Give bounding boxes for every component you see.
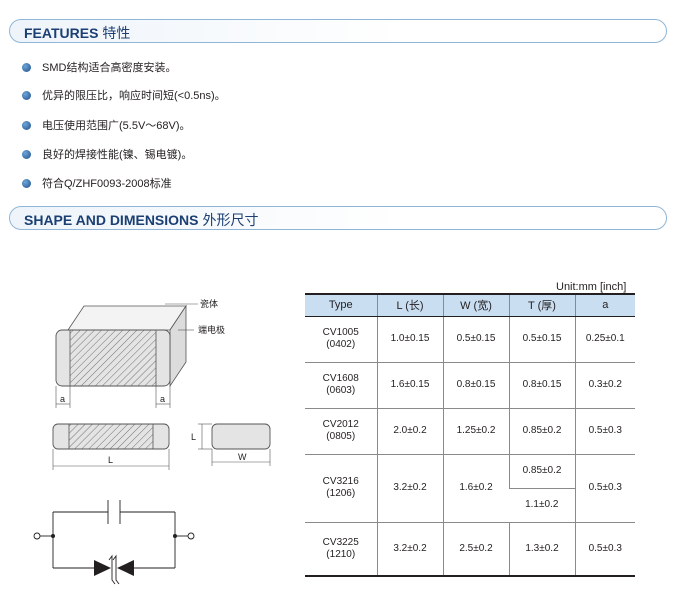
junction-dot-icon [51,534,55,538]
feature-text: 电压使用范围广(5.5V～68V)。 [42,120,191,132]
type-code: CV1608 [322,373,359,384]
table-row: CV3216(1206) 3.2±0.2 1.6±0.2 0.85±0.2 0.… [305,454,635,523]
type-inch: (1210) [326,548,356,560]
cell-W: 0.5±0.15 [442,316,509,363]
type-inch: (0402) [326,339,356,350]
cell-a: 0.3±0.2 [574,362,635,409]
dim-L-length: L [108,455,113,465]
cell-L: 2.0±0.2 [376,408,443,455]
electrode-label: 端电极 [198,324,225,335]
type-inch: (0805) [326,431,356,442]
table-row: CV2012(0805) 2.0±0.2 1.25±0.2 0.85±0.2 0… [305,408,635,455]
cell-W: 1.6±0.2 [442,454,509,523]
type-code: CV3225 [322,536,359,548]
cell-W: 1.25±0.2 [442,408,509,455]
header-L: L (长) [376,293,443,317]
table-row: CV3225(1210) 3.2±0.2 2.5±0.2 1.3±0.2 0.5… [305,522,635,577]
dim-a-left: a [60,394,65,404]
cell-T: 1.1±0.2 [509,488,575,523]
cell-W: 0.8±0.15 [442,362,509,409]
cell-T: 1.3±0.2 [508,522,575,577]
bullet-icon [22,150,31,159]
chip-top-view-drawing [52,423,170,470]
cell-L: 3.2±0.2 [376,454,443,523]
feature-item: 优异的限压比，响应时间短(<0.5ns)。 [22,86,422,106]
cell-T: 0.85±0.2 [508,408,575,455]
cell-a: 0.25±0.1 [574,316,635,363]
cell-T: 0.8±0.15 [508,362,575,409]
type-code: CV2012 [322,419,359,430]
diode-icon [94,560,134,576]
type-inch: (1206) [326,488,356,499]
cell-a: 0.5±0.3 [574,408,635,455]
cell-a: 0.5±0.3 [574,522,635,577]
features-title-cn: 特性 [102,25,131,41]
feature-item: 符合Q/ZHF0093-2008标准 [22,174,422,194]
feature-item: SMD结构适合高密度安装。 [22,58,422,78]
table-row: CV1005(0402) 1.0±0.15 0.5±0.15 0.5±0.15 … [305,316,635,363]
cell-type: CV1005(0402) [305,316,377,363]
unit-note: Unit:mm [inch] [556,281,627,293]
dimensions-table: Type L (长) W (宽) T (厚) a CV1005(0402) 1.… [305,293,635,577]
shape-title-cn: 外形尺寸 [202,212,259,228]
feature-item: 良好的焊接性能(镍、锡电镀)。 [22,145,422,165]
cell-a: 0.5±0.3 [574,454,635,523]
cell-type: CV2012(0805) [305,408,377,455]
type-code: CV3216 [322,476,359,487]
junction-dot-icon [173,534,177,538]
terminal-right-icon [187,532,195,540]
terminal-left-icon [33,532,41,540]
type-code: CV1005 [322,327,359,338]
table-header-row: Type L (长) W (宽) T (厚) a [305,293,635,317]
chip-3d-drawing [55,303,198,408]
cell-type: CV1608(0603) [305,362,377,409]
feature-text: 优异的限压比，响应时间短(<0.5ns)。 [42,90,226,102]
cell-L: 1.0±0.15 [376,316,443,363]
bullet-icon [22,91,31,100]
header-T: T (厚) [508,293,575,317]
bullet-icon [22,63,31,72]
bullet-icon [22,121,31,130]
feature-item: 电压使用范围广(5.5V～68V)。 [22,116,422,136]
cell-T: 0.85±0.2 [508,454,575,489]
cell-W: 2.5±0.2 [442,522,509,577]
chip-side-view-drawing [198,423,271,466]
shape-title-en: SHAPE AND DIMENSIONS [24,212,199,228]
dim-a-right: a [160,394,165,404]
type-inch: (0603) [326,385,356,396]
body-label: 瓷体 [200,298,218,309]
header-a: a [574,293,635,317]
circuit-symbol [40,500,188,585]
dim-L-height: L [191,432,196,442]
dim-W: W [238,452,247,462]
feature-text: 良好的焊接性能(镍、锡电镀)。 [42,149,193,161]
table-row: 1.1±0.2 [305,488,635,523]
cell-L: 1.6±0.15 [376,362,443,409]
cell-type: CV3216(1206) [305,454,377,523]
feature-text: SMD结构适合高密度安装。 [42,62,177,74]
bullet-icon [22,179,31,188]
table-row: CV1608(0603) 1.6±0.15 0.8±0.15 0.8±0.15 … [305,362,635,409]
cell-L: 3.2±0.2 [376,522,443,577]
cell-type: CV3225(1210) [305,522,377,577]
cell-T: 0.5±0.15 [508,316,575,363]
header-type: Type [305,293,377,317]
feature-text: 符合Q/ZHF0093-2008标准 [42,178,172,190]
header-W: W (宽) [442,293,509,317]
features-title-en: FEATURES [24,25,99,41]
